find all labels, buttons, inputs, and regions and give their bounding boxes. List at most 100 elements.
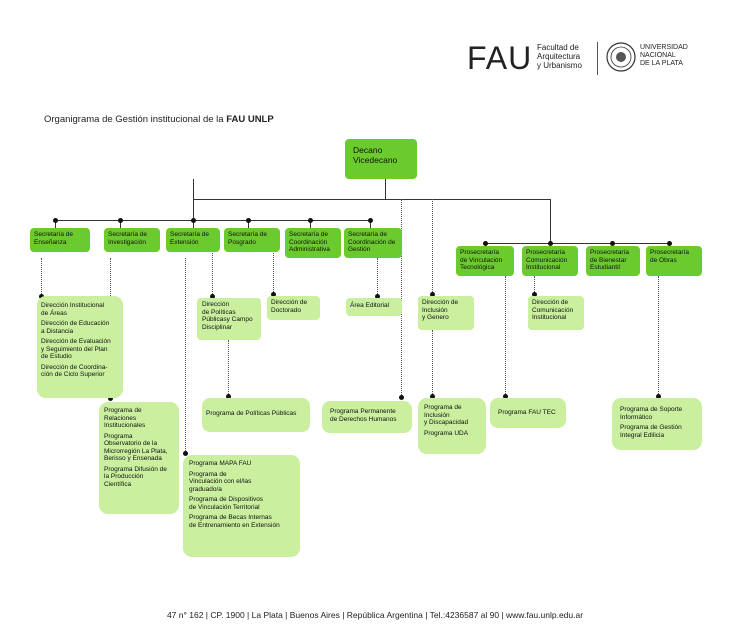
box-line: Gestión — [348, 246, 371, 253]
university-seal-icon — [606, 42, 636, 72]
box-line: Prosecretaría — [526, 249, 566, 256]
connector — [193, 199, 194, 220]
box-line: Microrregión La Plata, — [104, 447, 168, 455]
box-line: de Entrenamiento en Extensión — [189, 521, 280, 529]
box-line: de Políticas — [202, 308, 236, 316]
box-line: Programa MAPA FAU — [189, 460, 252, 467]
box-line: Dirección de — [422, 299, 459, 306]
node-dot — [430, 394, 435, 399]
decano-box: Decano Vicedecano — [345, 139, 417, 179]
box-line: Dirección — [202, 301, 230, 308]
box-line: Programa de Becas Internas — [189, 514, 272, 521]
faculty-line: Facultad de — [537, 43, 579, 52]
node-dot — [399, 395, 404, 400]
dotted-connector — [401, 199, 402, 397]
box-line: Secretaría de — [228, 231, 268, 238]
secretaria-posgrado: Secretaría de Posgrado — [224, 228, 280, 252]
vicedecano-label: Vicedecano — [353, 155, 398, 165]
fau-logo: FAU — [467, 40, 533, 76]
node-dot — [667, 241, 672, 246]
connector — [193, 179, 194, 199]
faculty-name: Facultad de Arquitectura y Urbanismo — [537, 43, 582, 70]
box-line: Inclusión — [422, 306, 448, 314]
box-line: Prosecretaría — [590, 249, 630, 256]
box-line: Dirección Institucional — [41, 302, 105, 309]
secretaria-coordinacion-gestion: Secretaría de Coordinación de Gestión — [344, 228, 402, 258]
box-line: Programa Permanente — [330, 408, 396, 415]
connector — [550, 199, 551, 243]
programa-fau-tec: Programa FAU TEC — [490, 398, 566, 428]
box-line: Programa de Dispositivos — [189, 496, 264, 503]
box-line: Disciplinar — [202, 323, 232, 331]
box-line: Institucional — [526, 264, 561, 271]
node-dot — [53, 218, 58, 223]
box-line: de Vinculación Territorial — [189, 503, 260, 511]
box-line: Relaciones — [104, 414, 137, 422]
box-line: de Áreas — [41, 309, 68, 317]
box-line: Doctorado — [271, 306, 301, 314]
box-line: Programa Difusión de — [104, 465, 167, 473]
box-line: Programa de — [104, 407, 142, 414]
node-dot — [246, 218, 251, 223]
box-line: Enseñanza — [34, 238, 67, 246]
box-line: Programa de Políticas Públicas — [206, 410, 297, 417]
box-line: Coordinación de — [348, 238, 396, 246]
secretaria-extension: Secretaría de Extensión — [166, 228, 220, 252]
box-line: Inclusión — [424, 411, 450, 419]
box-line: Administrativa — [289, 246, 330, 253]
dotted-connector — [273, 248, 274, 294]
box-line: Extensión — [170, 238, 199, 246]
logo-divider — [597, 42, 598, 75]
box-line: la Producción — [104, 473, 144, 480]
dotted-connector — [228, 340, 229, 396]
node-dot — [375, 294, 380, 299]
connector — [120, 220, 121, 228]
box-line: y Genero — [422, 314, 449, 321]
dotted-connector — [41, 258, 42, 296]
box-line: graduado/a — [189, 485, 222, 493]
box-line: y Discapacidad — [424, 419, 469, 426]
connector — [385, 179, 386, 199]
university-line: UNIVERSIDAD — [640, 44, 688, 51]
box-line: Programa de Gestión — [620, 424, 682, 431]
box-line: de Derechos Humanos — [330, 415, 397, 423]
box-line: de Estudio — [41, 353, 72, 360]
box-line: de Vinculación — [460, 256, 503, 264]
node-dot — [610, 241, 615, 246]
box-line: Institucionales — [104, 422, 146, 429]
node-dot — [483, 241, 488, 246]
university-line: NACIONAL — [640, 52, 676, 59]
box-line: Secretaría de — [34, 231, 74, 238]
connector — [370, 220, 371, 228]
dotted-connector — [432, 199, 433, 294]
unit-item: Programa UDA — [424, 430, 480, 438]
connector — [485, 243, 669, 244]
box-line: Institucional — [532, 314, 567, 321]
box-line: Comunicación — [532, 306, 574, 314]
box-line: Prosecretaría — [460, 249, 500, 256]
dotted-connector — [505, 276, 506, 396]
unit-item: Dirección de Coordina-ción de Ciclo Supe… — [41, 364, 119, 379]
prosecretaria-vinculacion: Prosecretaría de Vinculación Tecnológica — [456, 246, 514, 276]
prosecretaria-bienestar: Prosecretaría de Bienestar Estudiantil — [586, 246, 640, 276]
decano-label: Decano — [353, 145, 383, 155]
connector — [55, 220, 370, 221]
box-line: Berisso y Ensenada — [104, 455, 162, 462]
connector — [55, 220, 56, 228]
faculty-line: y Urbanismo — [537, 61, 582, 70]
connector — [193, 220, 194, 228]
node-dot — [210, 294, 215, 299]
box-line: Programa de — [424, 404, 462, 411]
box-line: Programa de Soporte — [620, 406, 683, 413]
node-dot — [368, 218, 373, 223]
direccion-comunicacion: Dirección de Comunicación Institucional — [528, 296, 584, 330]
direccion-doctorado: Dirección de Doctorado — [267, 296, 320, 320]
